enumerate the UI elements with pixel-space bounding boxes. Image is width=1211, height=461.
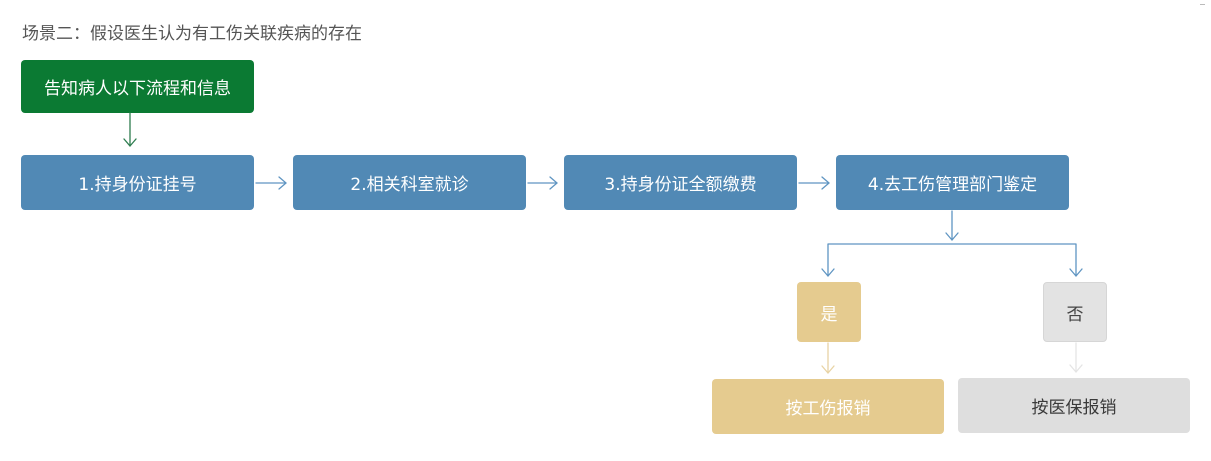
arrow-notify-to-step1	[123, 112, 137, 147]
step-appraisal-label: 4.去工伤管理部门鉴定	[867, 175, 1038, 195]
arrow-step1-to-step2	[255, 176, 287, 190]
notify-patient-label: 告知病人以下流程和信息	[44, 79, 231, 99]
step-consult-label: 2.相关科室就诊	[350, 175, 469, 195]
step-consult-node: 2.相关科室就诊	[293, 155, 526, 210]
arrow-no-to-medical-insurance	[1069, 342, 1083, 373]
branch-connector	[821, 243, 1083, 277]
step-register-node: 1.持身份证挂号	[21, 155, 254, 210]
step-register-label: 1.持身份证挂号	[78, 175, 197, 195]
medical-insurance-reimburse-node: 按医保报销	[958, 378, 1190, 433]
work-injury-reimburse-label: 按工伤报销	[785, 399, 871, 419]
yes-label: 是	[820, 304, 838, 325]
arrow-yes-to-work-injury	[821, 342, 835, 374]
diagram-title: 场景二：假设医生认为有工伤关联疾病的存在	[22, 24, 362, 44]
step-pay-label: 3.持身份证全额缴费	[604, 175, 757, 195]
medical-insurance-reimburse-label: 按医保报销	[1031, 398, 1117, 418]
yes-node: 是	[797, 282, 861, 342]
no-node: 否	[1043, 282, 1107, 342]
step-appraisal-node: 4.去工伤管理部门鉴定	[836, 155, 1069, 210]
step-pay-node: 3.持身份证全额缴费	[564, 155, 797, 210]
no-label: 否	[1066, 304, 1084, 325]
arrow-step3-to-step4	[798, 176, 830, 190]
notify-patient-node: 告知病人以下流程和信息	[21, 60, 254, 113]
arrow-step2-to-step3	[527, 176, 558, 190]
corner-mark	[1200, 0, 1205, 5]
arrow-step4-down	[945, 210, 959, 241]
work-injury-reimburse-node: 按工伤报销	[712, 379, 944, 434]
